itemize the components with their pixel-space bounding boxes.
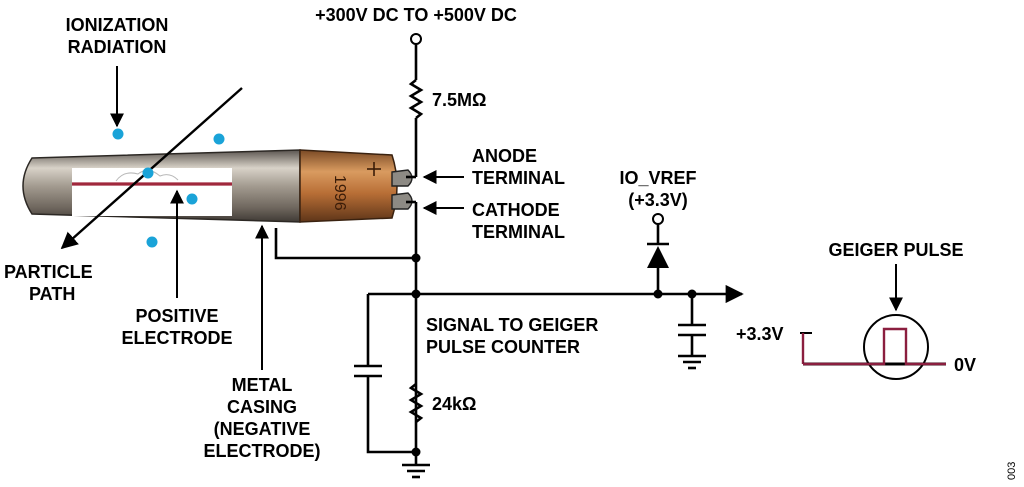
resistor-24k-label: 24kΩ — [432, 394, 476, 414]
geiger-tube: 1996 — [22, 149, 413, 223]
metal-casing-label-line1: METAL — [232, 375, 293, 395]
junction-node — [411, 289, 421, 299]
positive-electrode-label-line1: POSITIVE — [135, 306, 218, 326]
anode-label-line1: ANODE — [472, 146, 537, 166]
geiger-pulse-waveform — [800, 264, 946, 380]
ioref-terminal — [652, 213, 664, 225]
tube-cap-marking: 1996 — [331, 175, 348, 211]
ionization-label-line1: IONIZATION — [66, 15, 169, 35]
cathode-label-line2: TERMINAL — [472, 222, 565, 242]
positive-electrode-label-line2: ELECTRODE — [121, 328, 232, 348]
supply-voltage-label: +300V DC TO +500V DC — [315, 5, 517, 25]
ground-symbol — [402, 452, 430, 479]
pulse-low-voltage-label: 0V — [954, 355, 976, 375]
pulse-highlight-circle — [863, 314, 929, 380]
ion-particle — [146, 236, 158, 248]
metal-casing-label-line3: (NEGATIVE — [214, 419, 311, 439]
ion-particle — [112, 128, 124, 140]
tube-end-cap — [299, 149, 398, 223]
metal-casing-label-line4: ELECTRODE) — [204, 441, 321, 461]
anode-terminal-pin — [391, 169, 413, 187]
resistor-7-5m-label: 7.5MΩ — [432, 90, 486, 110]
ion-particle — [186, 193, 198, 205]
metal-casing-label-line2: CASING — [227, 397, 297, 417]
ionization-label-line2: RADIATION — [68, 37, 167, 57]
pulse-high-voltage-label: +3.3V — [736, 324, 784, 344]
particle-label-line1: PARTICLE — [4, 262, 93, 282]
resistor-24k — [408, 382, 424, 424]
clamp-diode — [647, 242, 669, 268]
resistor-7-5m — [408, 78, 424, 120]
figure-number: 003 — [1006, 462, 1018, 480]
particle-path-line — [60, 87, 243, 250]
ioref-label-line2: (+3.3V) — [628, 190, 688, 210]
ground-symbol — [678, 354, 706, 370]
junction-node — [411, 253, 421, 263]
ion-particle — [213, 133, 225, 145]
anode-label-line2: TERMINAL — [472, 168, 565, 188]
filter-capacitor — [678, 323, 706, 337]
cathode-label-line1: CATHODE — [472, 200, 560, 220]
particle-label-line2: PATH — [29, 284, 75, 304]
ionization-particles — [112, 128, 225, 248]
geiger-pulse-label: GEIGER PULSE — [828, 240, 963, 260]
supply-terminal — [410, 33, 422, 45]
bypass-capacitor — [354, 364, 382, 378]
ioref-label-line1: IO_VREF — [619, 168, 696, 188]
pulse-signal-trace — [803, 327, 946, 366]
signal-label-line2: PULSE COUNTER — [426, 337, 580, 357]
signal-label-line1: SIGNAL TO GEIGER — [426, 315, 598, 335]
ion-particle — [142, 167, 154, 179]
